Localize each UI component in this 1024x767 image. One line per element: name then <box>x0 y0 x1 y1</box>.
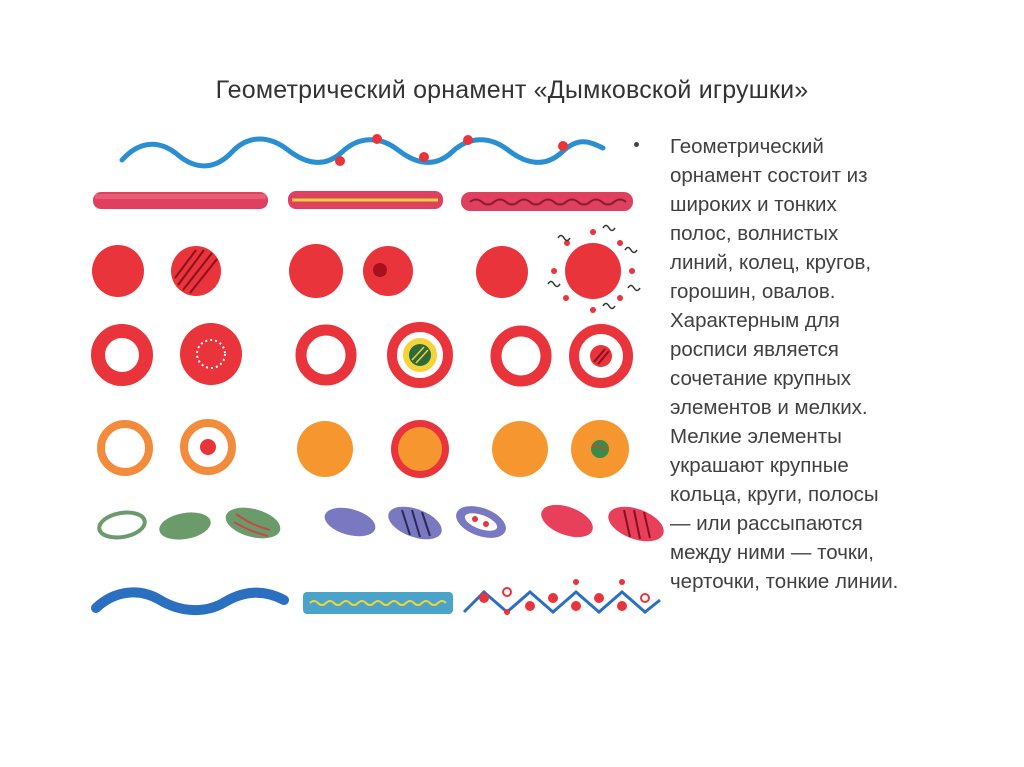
red-circle <box>289 244 343 298</box>
bullet-text: Геометрический орнамент состоит из широк… <box>670 135 899 593</box>
stripe-with-yellow-line <box>288 191 443 209</box>
violet-oval-with-dots <box>456 506 506 538</box>
green-oval <box>159 512 211 540</box>
violet-oval <box>324 507 376 537</box>
red-ring-striped-center <box>569 324 633 388</box>
stripe-with-wavy-line <box>461 192 633 211</box>
blue-wide-wave <box>91 587 289 616</box>
pink-oval <box>541 504 593 538</box>
red-ring <box>295 324 357 386</box>
orange-circle <box>492 421 548 477</box>
green-oval-striped <box>225 507 281 539</box>
sun-circle <box>547 224 641 313</box>
orange-circle <box>297 421 353 477</box>
green-oval-outline <box>97 510 147 540</box>
orange-circle-green-center <box>571 420 629 478</box>
bullet-icon <box>634 142 639 147</box>
orange-ring <box>97 420 153 476</box>
slide-title: Геометрический орнамент «Дымковской игру… <box>215 76 809 104</box>
red-ring <box>91 324 153 386</box>
pink-oval-striped <box>608 506 664 542</box>
orange-ring-with-red-center <box>180 419 236 475</box>
red-circle-striped <box>171 246 221 296</box>
violet-oval-striped <box>388 506 442 540</box>
red-ring-dotted <box>180 323 242 385</box>
red-circle <box>92 245 144 297</box>
orange-circle-red-rim <box>391 420 449 478</box>
wavy-line-with-dots <box>119 134 606 169</box>
red-ring <box>490 325 552 387</box>
teal-stripe-with-wavy-line <box>303 592 453 614</box>
zigzag-with-rings <box>462 579 661 615</box>
ornament-illustration <box>91 134 664 616</box>
red-ring-with-yellow-center <box>387 322 453 388</box>
red-circle-with-dot <box>363 246 413 296</box>
red-circle <box>476 246 528 298</box>
stripe-plain <box>93 192 268 209</box>
